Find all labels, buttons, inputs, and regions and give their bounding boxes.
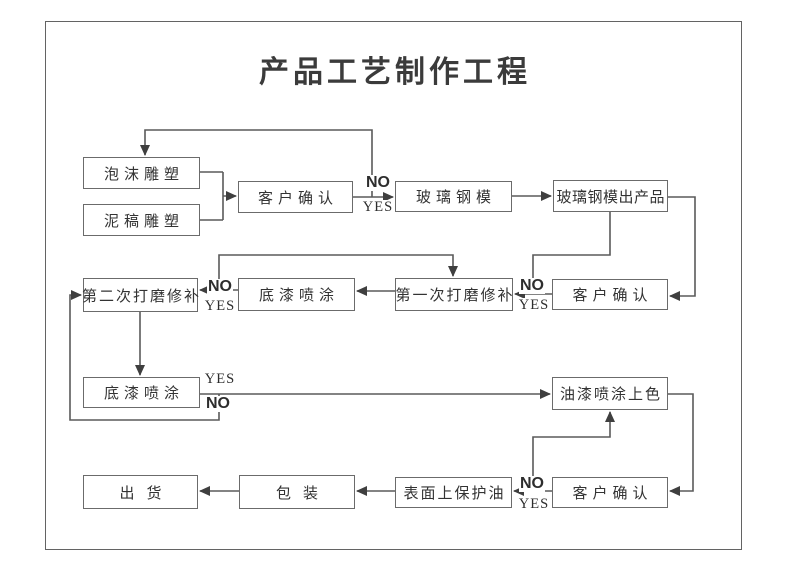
node-surface-protective-oil: 表面上保护油	[395, 477, 512, 508]
connector-confirm2-no-to-product	[532, 212, 611, 292]
edge-label-primer-check-yes: YES	[203, 298, 237, 314]
node-label: 第二次打磨修补	[82, 286, 202, 305]
outer-border-frame	[45, 21, 742, 550]
node-label: 玻璃钢模	[415, 188, 496, 206]
node-label: 客户确认	[572, 484, 653, 502]
edge-label-confirm1-yes: YES	[361, 199, 395, 215]
node-fiberglass-mold: 玻璃钢模	[395, 181, 512, 212]
connector-confirm1-no-loop-to-foam	[140, 129, 373, 197]
connector-sculptures-merge-to-confirm1	[200, 171, 236, 221]
node-packaging: 包装	[239, 475, 355, 509]
node-first-sanding: 第一次打磨修补	[395, 278, 513, 311]
page-title: 产品工艺制作工程	[259, 55, 531, 90]
node-label: 包装	[275, 483, 330, 502]
node-customer-confirm-3: 客户确认	[552, 477, 668, 508]
edge-label-primer2-check-no: NO	[205, 395, 231, 412]
node-primer-spray-2: 底漆喷涂	[83, 377, 200, 408]
edge-label-confirm2-yes: YES	[517, 297, 551, 313]
node-label: 油漆喷涂上色	[559, 385, 662, 403]
node-primer-spray-1: 底漆喷涂	[238, 278, 355, 311]
connector-confirm3-no-loop-to-paint	[532, 411, 615, 491]
node-label: 第一次打磨修补	[395, 286, 515, 304]
node-label: 底漆喷涂	[258, 286, 339, 304]
node-label: 客户确认	[572, 286, 653, 304]
edge-label-confirm2-no: NO	[519, 277, 545, 294]
node-mold-output-product: 玻璃钢模出产品	[553, 180, 668, 212]
connector-primer1-no-loop-to-first-sanding	[218, 254, 458, 290]
node-paint-spray-color: 油漆喷涂上色	[552, 377, 668, 410]
node-customer-confirm-2: 客户确认	[552, 279, 668, 310]
node-label: 表面上保护油	[403, 484, 506, 502]
node-label: 泡沫雕塑	[103, 164, 184, 183]
node-clay-sculpture: 泥稿雕塑	[83, 204, 200, 236]
node-label: 出货	[119, 483, 174, 502]
node-second-sanding: 第二次打磨修补	[82, 278, 202, 312]
node-foam-sculpture: 泡沫雕塑	[83, 157, 200, 189]
node-shipment: 出货	[83, 475, 198, 509]
node-label: 泥稿雕塑	[103, 211, 184, 230]
connector-product-to-confirm2	[668, 196, 696, 301]
edge-label-confirm3-yes: YES	[517, 496, 551, 512]
connector-paint-to-confirm3	[668, 393, 694, 496]
edge-label-confirm3-no: NO	[519, 475, 545, 492]
edge-label-primer-check-no: NO	[207, 278, 233, 295]
edge-label-confirm1-no: NO	[365, 174, 391, 191]
node-label: 客户确认	[257, 188, 338, 207]
edge-label-primer2-check-yes: YES	[203, 371, 237, 387]
node-label: 玻璃钢模出产品	[556, 187, 665, 206]
node-label: 底漆喷涂	[103, 384, 184, 402]
node-customer-confirm-1: 客户确认	[238, 181, 353, 213]
